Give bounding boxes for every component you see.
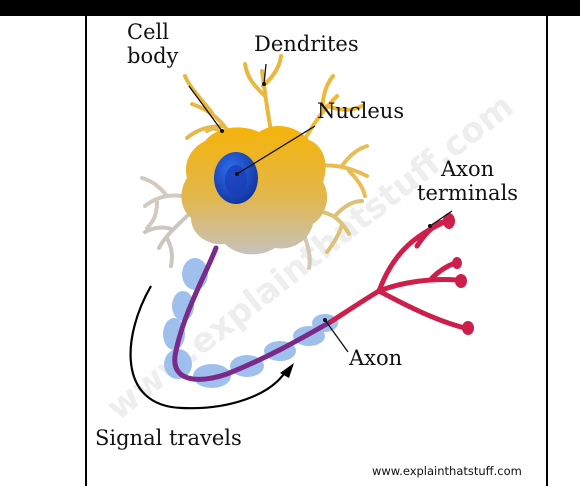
label-dendrites: Dendrites <box>254 32 359 56</box>
axon-distal <box>332 291 379 321</box>
label-cell-body-line2: body <box>127 44 178 68</box>
label-cell-body: Cell body <box>127 20 178 68</box>
diagram-panel: www.explainthatstuff.com <box>85 16 548 486</box>
label-axon-terminals: Axon terminals <box>417 157 518 205</box>
neuron-diagram: www.explainthatstuff.com <box>87 16 546 486</box>
dendrite-branch <box>142 178 182 228</box>
label-axon-terminals-line2: terminals <box>417 181 518 205</box>
label-axon-terminals-line1: Axon <box>417 157 518 181</box>
top-border-bar <box>0 0 580 16</box>
dendrite-branch <box>245 56 281 136</box>
label-signal-travels: Signal travels <box>95 426 242 450</box>
label-axon: Axon <box>349 346 402 370</box>
axon-terminals <box>379 221 465 328</box>
terminal-buttons <box>443 213 474 335</box>
credit-text: www.explainthatstuff.com <box>372 464 522 478</box>
label-cell-body-line1: Cell <box>127 20 178 44</box>
label-nucleus: Nucleus <box>317 99 404 123</box>
